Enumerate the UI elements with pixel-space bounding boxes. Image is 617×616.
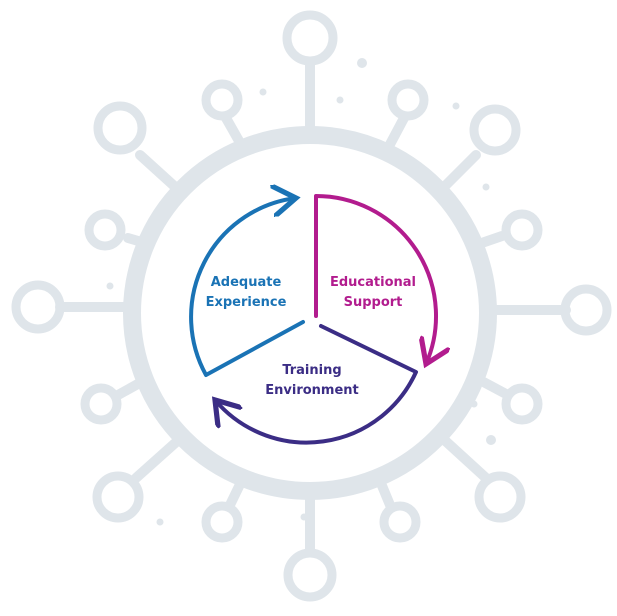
circle-node-icon [93, 101, 147, 155]
circle-node-icon [469, 104, 521, 156]
label-line: Training [282, 363, 342, 378]
connector-upper-left-b [135, 150, 188, 199]
circle-node-icon [560, 284, 612, 336]
circle-node-icon [501, 383, 543, 425]
circle-node-icon [11, 280, 65, 334]
dot-icon [156, 518, 164, 526]
circle-node-icon [387, 79, 429, 121]
circle-node-icon [92, 471, 144, 523]
connector-left-upper [123, 233, 150, 248]
connector-lower-left-b [131, 431, 188, 483]
dot-icon [452, 102, 460, 110]
label-line: Experience [205, 295, 287, 310]
segment-support-arrow [314, 194, 436, 364]
label-line: Adequate [210, 275, 282, 290]
label-educational-support: Educational Support [320, 273, 426, 313]
dot-icon [259, 88, 267, 96]
dot-icon [470, 400, 478, 408]
connector-upper-left-a [221, 113, 248, 153]
circle-node-icon [379, 501, 421, 543]
label-line: Educational [329, 275, 416, 290]
dot-icon [357, 58, 367, 68]
circle-node-icon [501, 209, 543, 251]
segment-training-arrow [215, 324, 418, 445]
decor-dots [106, 58, 496, 526]
label-training-environment: Training Environment [252, 361, 372, 401]
dot-icon [486, 435, 496, 445]
connector-right-lower [471, 373, 511, 399]
connectors [55, 57, 571, 557]
circle-node-icon [84, 209, 126, 251]
dot-icon [336, 96, 344, 104]
connector-right-upper [468, 231, 507, 251]
connector-lower-right-b [435, 431, 491, 483]
connector-left-lower [113, 375, 150, 400]
label-line: Support [343, 295, 403, 310]
label-adequate-experience: Adequate Experience [190, 273, 302, 313]
connector-lower-left-a [225, 471, 249, 510]
circle-node-icon [474, 471, 526, 523]
circle-node-icon [80, 383, 122, 425]
circle-node-icon [283, 548, 337, 602]
circle-node-icon [282, 10, 338, 66]
segment-experience-arrow [189, 198, 305, 377]
dot-icon [300, 513, 308, 521]
circle-node-icon [201, 79, 243, 121]
circle-node-icon [201, 501, 243, 543]
cycle-segments [189, 194, 436, 445]
connector-upper-right-b [435, 150, 481, 196]
virus-decor [11, 10, 612, 602]
connector-lower-right-a [373, 471, 395, 510]
dot-icon [106, 282, 114, 290]
dot-icon [482, 183, 490, 191]
nodes [11, 10, 612, 602]
connector-upper-right-a [382, 113, 409, 155]
label-line: Environment [265, 383, 359, 398]
